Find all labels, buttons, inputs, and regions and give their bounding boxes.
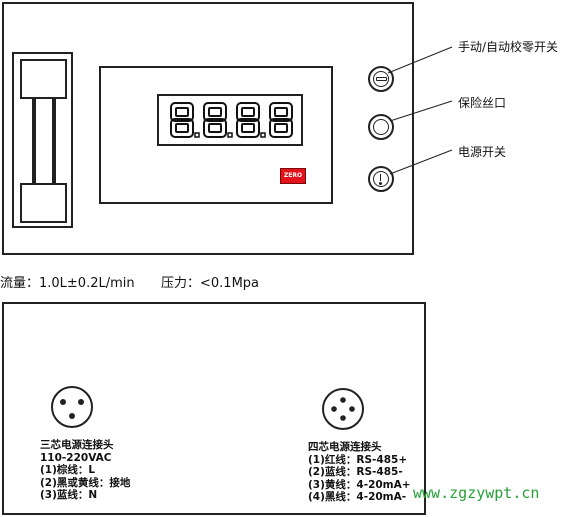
lcd-display: [157, 94, 303, 146]
three-core-line: (2)黑或黄线：接地: [40, 476, 131, 489]
four-core-title: 四芯电源连接头: [308, 441, 382, 453]
seven-segment-digits: [170, 102, 293, 138]
display-bezel: [99, 66, 333, 204]
lcd-digit: [236, 102, 260, 138]
three-core-info: 三芯电源连接头 110-220VAC (1)棕线：L (2)黑或黄线：接地 (3…: [40, 439, 130, 502]
power-icon: [373, 171, 389, 187]
four-core-line: (4)黑线：4-20mA-: [308, 491, 407, 504]
flow-spec: 流量：1.0L±0.2L/min: [0, 276, 135, 291]
three-core-voltage: 110-220VAC: [40, 451, 112, 464]
four-core-line: (3)黄线：4-20mA+: [308, 478, 411, 491]
lcd-digit: [269, 102, 293, 138]
lcd-decimal-point: [227, 132, 233, 138]
lcd-digit: [170, 102, 194, 138]
callout-power-switch: 电源开关: [458, 145, 507, 159]
callout-fuse: 保险丝口: [458, 96, 507, 110]
lcd-decimal-point: [260, 132, 266, 138]
four-core-line: (1)红线：RS-485+: [308, 453, 408, 466]
three-core-line: (1)棕线：L: [40, 464, 96, 477]
zero-button[interactable]: ZERO: [280, 168, 306, 184]
lcd-digit: [203, 102, 227, 138]
three-core-line: (3)蓝线：N: [40, 489, 98, 502]
fuse-holder[interactable]: [368, 114, 394, 140]
watermark: www.zgzywpt.cn: [413, 484, 540, 502]
three-core-title: 三芯电源连接头: [40, 439, 114, 451]
lcd-decimal-point: [194, 132, 200, 138]
fuse-icon: [373, 119, 389, 135]
four-core-line: (2)蓝线：RS-485-: [308, 466, 403, 479]
zero-switch[interactable]: [368, 66, 394, 92]
pressure-spec: 压力：<0.1Mpa: [161, 276, 260, 291]
four-core-info: 四芯电源连接头 (1)红线：RS-485+ (2)蓝线：RS-485- (3)黄…: [308, 441, 411, 504]
switch-icon: [373, 71, 389, 87]
callout-zero-switch: 手动/自动校零开关: [458, 40, 559, 54]
power-switch[interactable]: [368, 166, 394, 192]
